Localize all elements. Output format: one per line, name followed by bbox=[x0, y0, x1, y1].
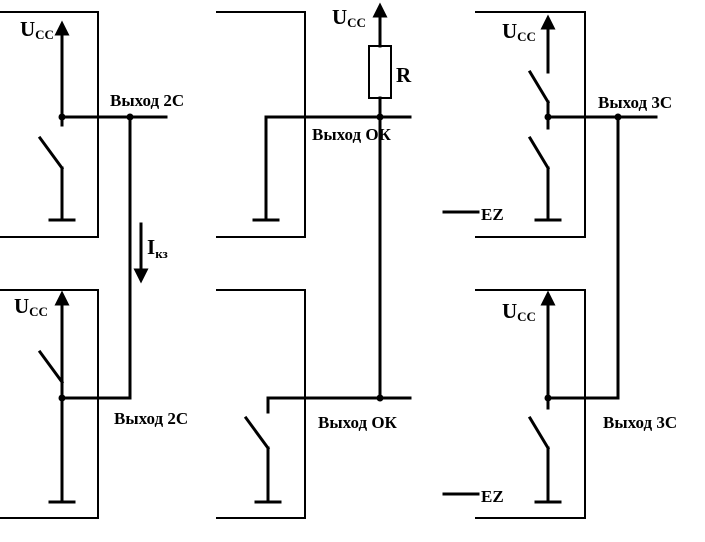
ez-label-bottom: EZ bbox=[481, 487, 504, 506]
chip-box-top-left bbox=[0, 11, 99, 238]
chip-box-bottom-left bbox=[0, 289, 99, 519]
switch-lower-open bbox=[527, 135, 551, 171]
circuit-2s: UCC Выход 2С Iкз UCC Выход 2С bbox=[0, 11, 188, 519]
switch-lower-open bbox=[527, 415, 551, 451]
circuit-3s: UCC Выход 3С EZ UCC Выход 3С EZ bbox=[442, 11, 677, 519]
switch-upper-open bbox=[37, 349, 65, 385]
ez-label-top: EZ bbox=[481, 205, 504, 224]
ucc-label: UCC bbox=[502, 19, 536, 44]
chip-box-bottom-right bbox=[475, 289, 586, 519]
switch-upper-open bbox=[527, 69, 551, 105]
junction-dot bbox=[376, 394, 384, 402]
output-2s-label-bottom: Выход 2С bbox=[114, 409, 188, 428]
output-3s-label-bottom: Выход 3С bbox=[603, 413, 677, 432]
ucc-label: UCC bbox=[332, 5, 366, 30]
ikz-label: Iкз bbox=[147, 235, 168, 261]
chip-box-top-right bbox=[475, 11, 586, 238]
ucc-label: UCC bbox=[502, 299, 536, 324]
ucc-label: UCC bbox=[14, 294, 48, 319]
circuit-ok: Выход ОК R UCC Выход ОК bbox=[216, 2, 412, 519]
switch-lower-open bbox=[37, 135, 65, 171]
resistor-label: R bbox=[396, 63, 412, 87]
output-2s-label-top: Выход 2С bbox=[110, 91, 184, 110]
output-3s-label-top: Выход 3С bbox=[598, 93, 672, 112]
output-ok-label-top: Выход ОК bbox=[312, 125, 392, 144]
ucc-label: UCC bbox=[20, 17, 54, 42]
chip-box-top-middle bbox=[216, 11, 306, 238]
pullup-resistor bbox=[368, 45, 392, 99]
output-ok-label-bottom: Выход ОК bbox=[318, 413, 398, 432]
chip-box-bottom-middle bbox=[216, 289, 306, 519]
switch-open bbox=[243, 415, 271, 451]
